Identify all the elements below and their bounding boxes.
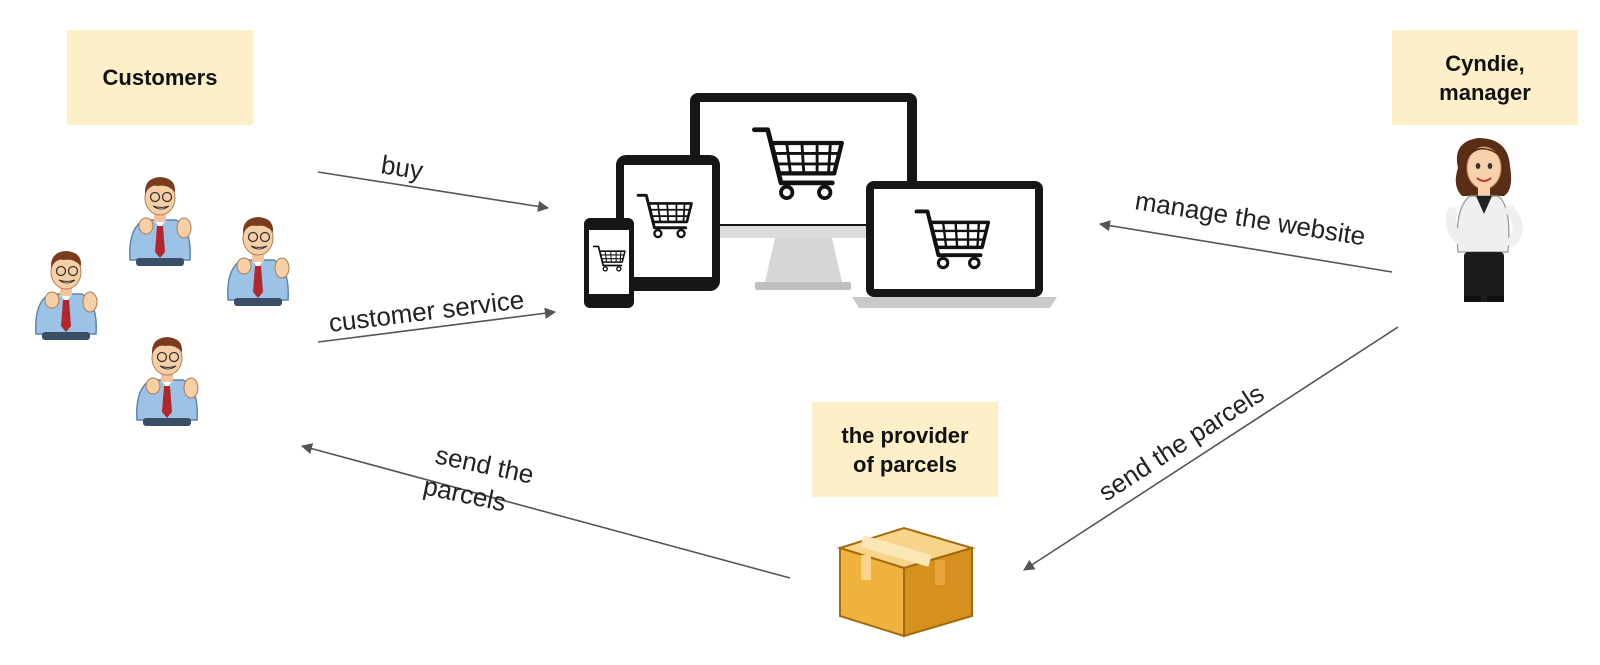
arrow-manager-to-provider: [1023, 326, 1399, 571]
manager-label-box: Cyndie, manager: [1392, 30, 1578, 125]
flow-arrows: [300, 171, 1399, 579]
online-shop-devices-icon: [584, 93, 1057, 308]
parcel-box-icon: [836, 526, 976, 638]
smartphone-icon: [584, 218, 634, 308]
desktop-monitor-icon: [690, 93, 917, 290]
tablet-icon: [616, 155, 720, 291]
label-send-parcels-manager: send the parcels: [1093, 378, 1269, 507]
label-customer-service: customer service: [327, 284, 526, 338]
provider-label-box: the provider of parcels: [812, 402, 998, 497]
laptop-icon: [852, 181, 1057, 308]
businesswoman-icon: [1446, 138, 1523, 302]
arrow-customer-service: [317, 307, 557, 343]
businessman-icon: [136, 336, 199, 427]
label-buy: buy: [379, 149, 425, 185]
provider-label: the provider of parcels: [841, 422, 969, 477]
arrow-buy: [317, 171, 550, 212]
manager-label: Cyndie, manager: [1439, 50, 1531, 105]
businessman-icon: [227, 216, 290, 307]
arrow-manage-website: [1098, 220, 1393, 273]
customers-label: Customers: [102, 65, 218, 90]
businessman-icon: [129, 176, 192, 267]
label-manage-website: manage the website: [1133, 185, 1368, 251]
arrow-provider-to-customers: [300, 443, 791, 579]
customers-icon-group: [35, 176, 290, 427]
businessman-icon: [35, 250, 98, 341]
customers-label-box: Customers: [67, 30, 253, 125]
